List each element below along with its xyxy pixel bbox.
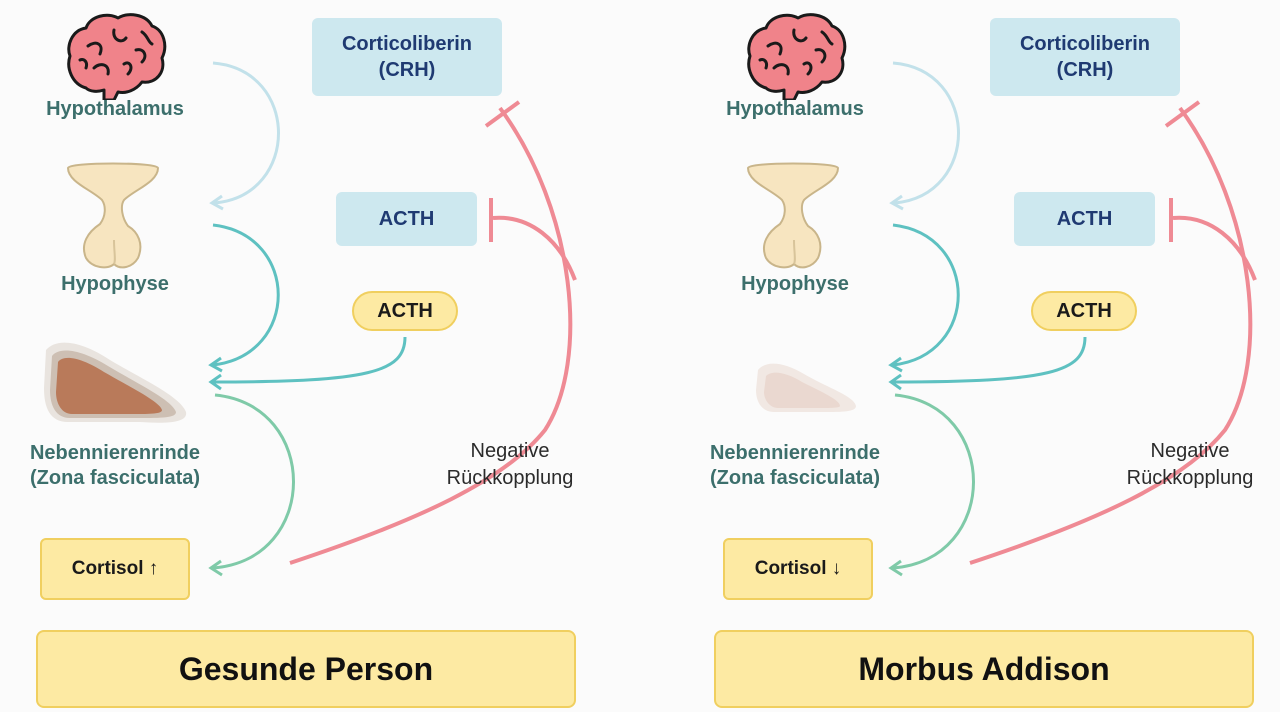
adrenal-cortex-atrophic-icon	[756, 363, 856, 412]
feedback-arrow-main	[969, 106, 1253, 565]
brain-icon	[67, 13, 167, 100]
pathway-arrows	[208, 61, 577, 577]
feedback-line1: Negative	[470, 440, 550, 462]
hypophyse-label: Hypophyse	[61, 273, 169, 295]
crh-label-line2: (CRH)	[1056, 59, 1114, 81]
crh-label-line1: Corticoliberin	[341, 33, 472, 55]
feedback-branch-acth	[1172, 215, 1257, 281]
feedback-branch-acth	[492, 215, 577, 281]
feedback-inhibit-crh	[484, 100, 521, 128]
arrow-acth-to-nnr	[212, 336, 407, 384]
cortisol-box: Cortisol ↓	[723, 538, 873, 600]
panel-title: Morbus Addison	[714, 630, 1254, 708]
arrow-hypothalamus-to-hypophyse	[212, 61, 280, 205]
adrenal-cortex-label-line2: (Zona fasciculata)	[29, 467, 201, 489]
brain-icon	[747, 13, 847, 100]
adrenal-cortex-icon	[44, 342, 187, 423]
arrow-hypophyse-to-nnr	[212, 223, 280, 367]
adrenal-cortex-label-line2: (Zona fasciculata)	[709, 467, 881, 489]
adrenal-cortex-label: Nebennierenrinde (Zona fasciculata)	[680, 441, 910, 491]
cortisol-box: Cortisol ↑	[40, 538, 190, 600]
hypothalamus-label: Hypothalamus	[46, 98, 184, 120]
crh-label-line1: Corticoliberin	[1019, 33, 1150, 55]
adrenal-cortex-label-line1: Nebennierenrinde	[709, 442, 881, 464]
crh-label-line2: (CRH)	[378, 59, 436, 81]
hypophyse-label: Hypophyse	[741, 273, 849, 295]
pituitary-icon	[66, 162, 160, 269]
panel-addison: Hypothalamus Hypophyse Nebennierenrinde …	[680, 0, 1280, 712]
negative-feedback-label: Negative Rückkopplung	[420, 438, 600, 492]
pathway-arrows	[888, 61, 1257, 577]
feedback-arrow-main	[289, 106, 573, 565]
arrow-hypothalamus-to-hypophyse	[892, 61, 960, 205]
acth-pill: ACTH	[352, 291, 458, 331]
adrenal-cortex-label: Nebennierenrinde (Zona fasciculata)	[0, 441, 230, 491]
crh-box: Corticoliberin (CRH)	[990, 18, 1180, 96]
pituitary-icon	[746, 162, 840, 269]
panel-title: Gesunde Person	[36, 630, 576, 708]
arrow-acth-to-nnr	[892, 336, 1087, 384]
feedback-inhibit-crh	[1164, 100, 1201, 128]
feedback-line2: Rückkopplung	[1126, 467, 1254, 489]
hypothalamus-label: Hypothalamus	[726, 98, 864, 120]
feedback-line2: Rückkopplung	[446, 467, 574, 489]
negative-feedback-label: Negative Rückkopplung	[1100, 438, 1280, 492]
adrenal-cortex-label-line1: Nebennierenrinde	[29, 442, 201, 464]
feedback-line1: Negative	[1150, 440, 1230, 462]
crh-box: Corticoliberin (CRH)	[312, 18, 502, 96]
arrow-nnr-to-cortisol	[892, 393, 975, 570]
panel-healthy: Hypothalamus Hypophyse Nebennierenrinde …	[0, 13, 600, 708]
acth-box: ACTH	[336, 192, 477, 246]
arrow-nnr-to-cortisol	[212, 393, 295, 570]
acth-pill: ACTH	[1031, 291, 1137, 331]
acth-box: ACTH	[1014, 192, 1155, 246]
arrow-hypophyse-to-nnr	[892, 223, 960, 367]
